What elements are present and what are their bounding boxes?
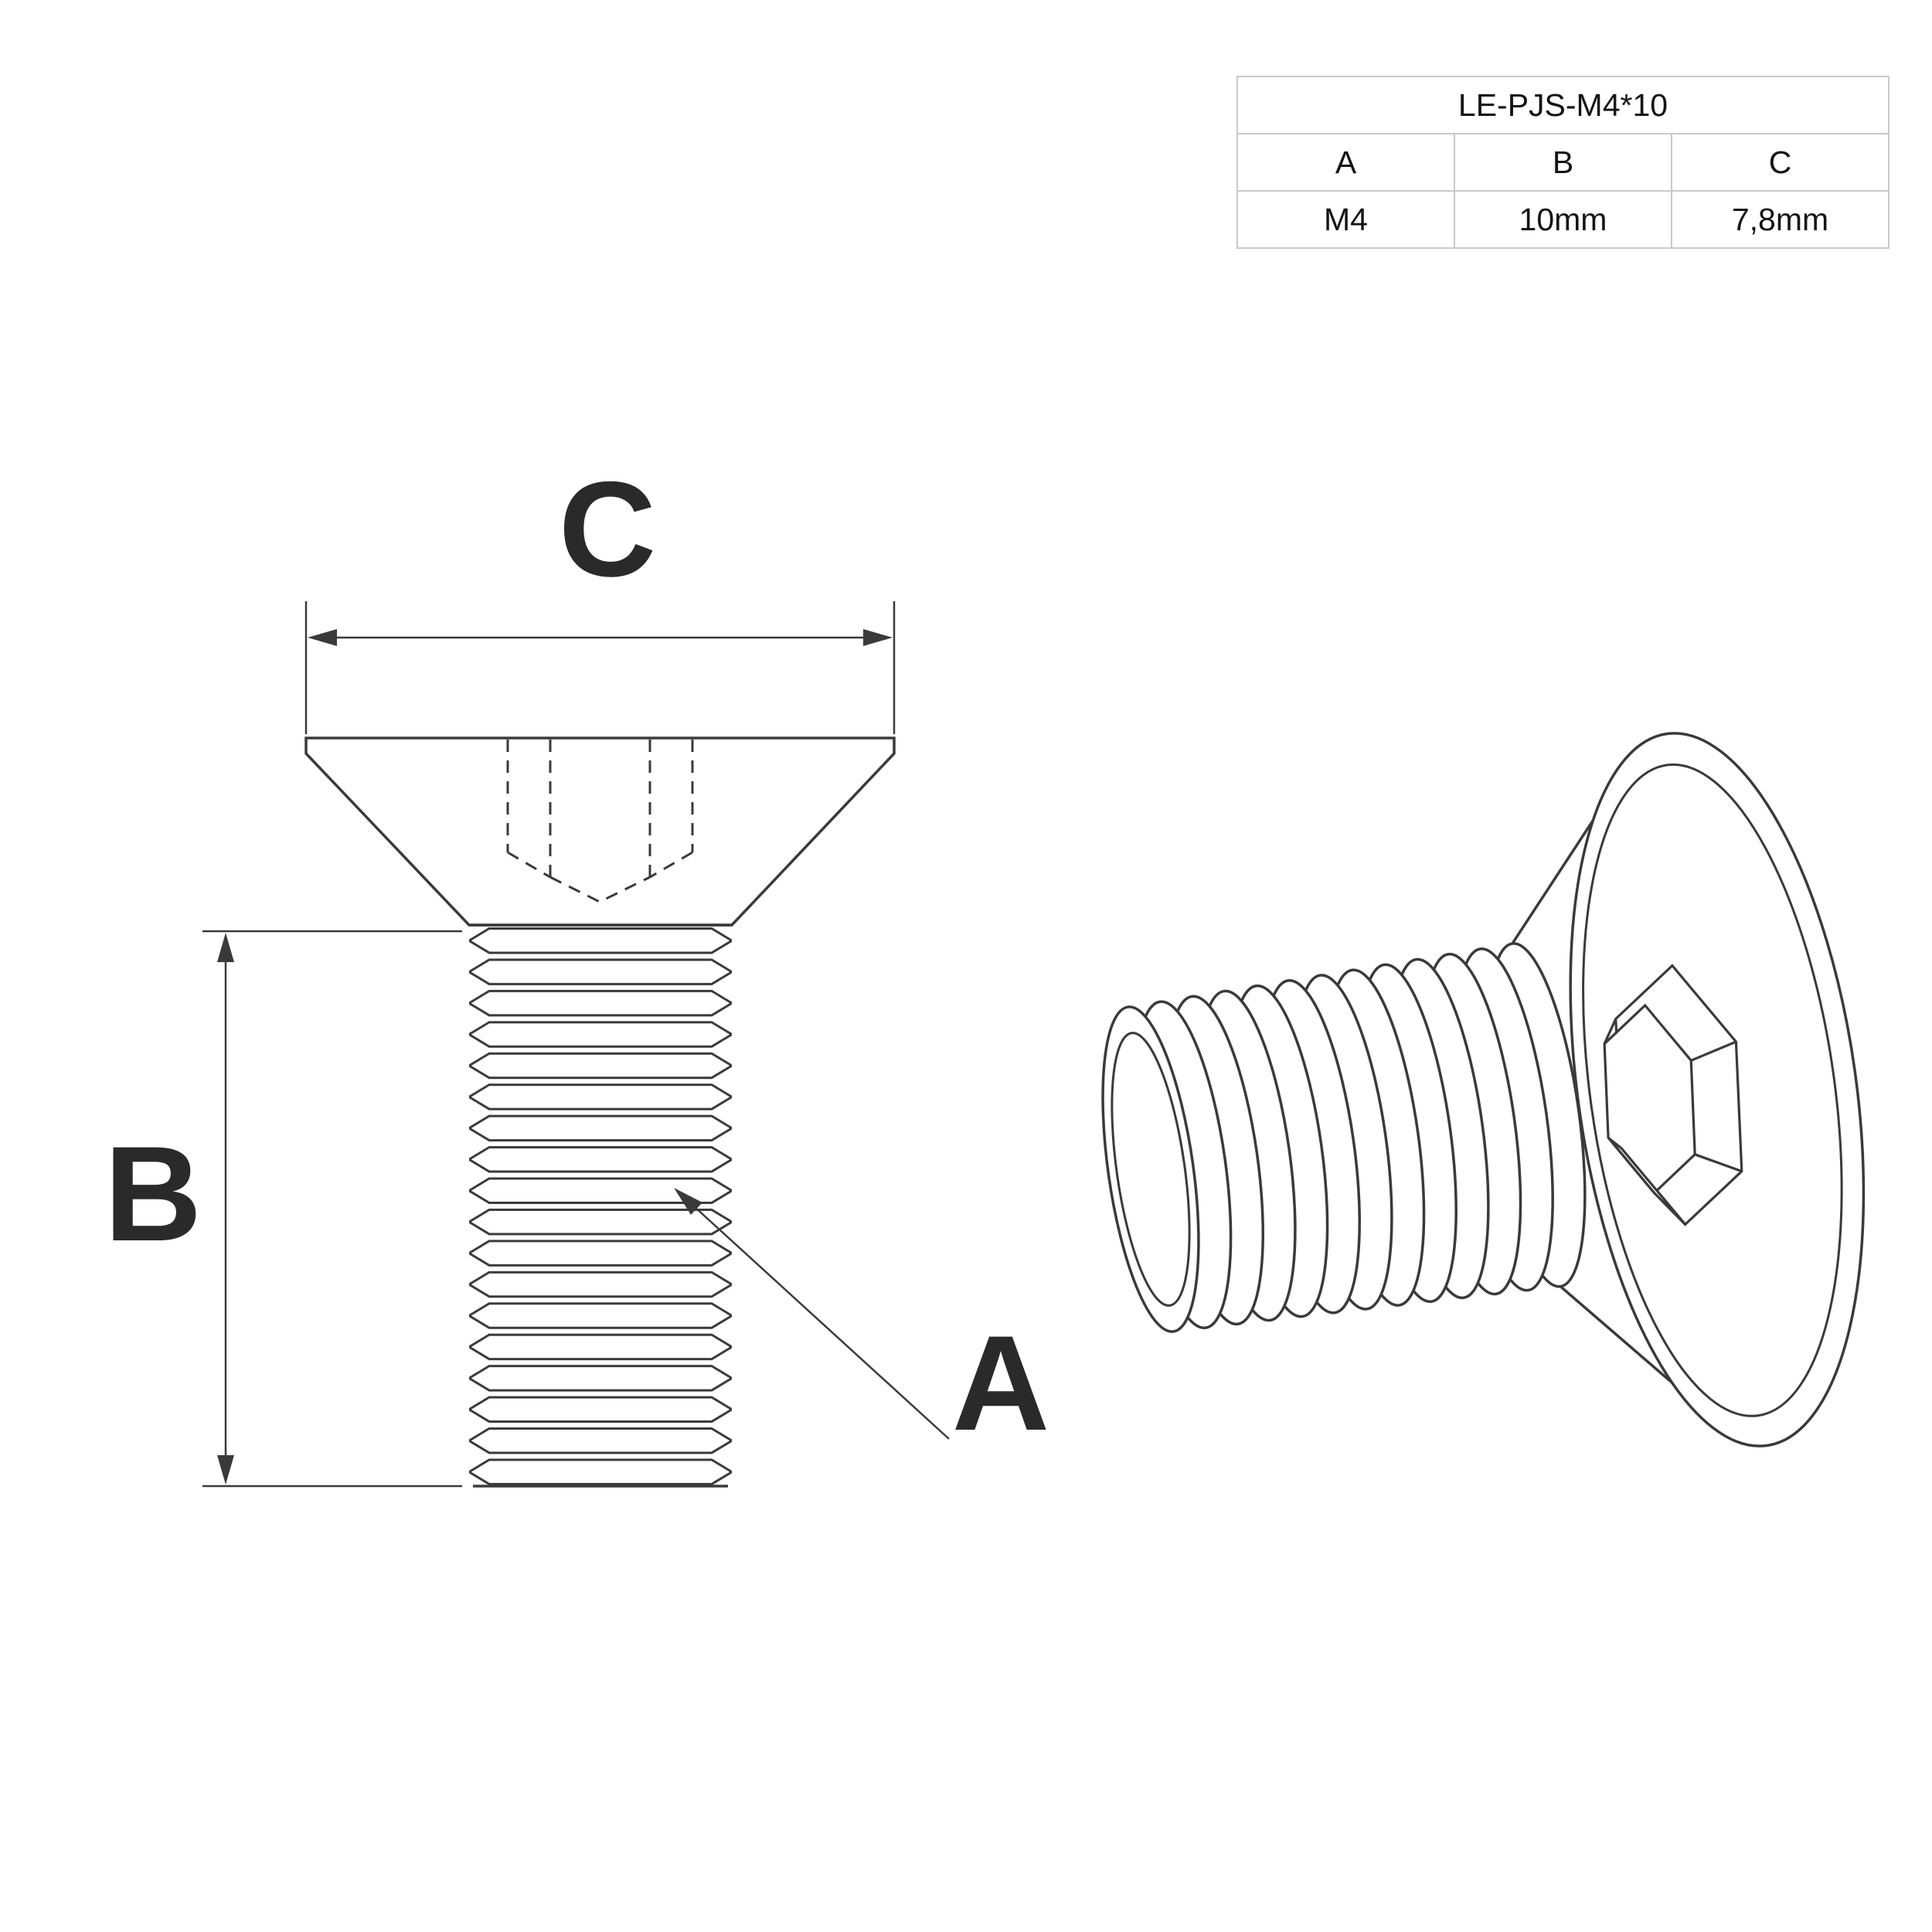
perspective-view — [1101, 732, 1866, 1447]
spec-table: LE-PJS-M4*10 A B C M4 10mm 7,8mm — [1236, 76, 1889, 249]
spec-table-title-row: LE-PJS-M4*10 — [1236, 76, 1889, 134]
dim-c-arrow-left — [308, 629, 337, 646]
spec-table-title: LE-PJS-M4*10 — [1236, 76, 1889, 134]
socket-hidden-left-slant — [507, 851, 551, 879]
dim-b-arrow-bottom — [217, 1455, 234, 1485]
dim-c-label: C — [559, 454, 656, 605]
dim-c-arrow-right — [863, 629, 893, 646]
leader-a-line — [693, 1206, 950, 1440]
label-a: A — [952, 1308, 1049, 1459]
hex-socket-facet — [1607, 1136, 1686, 1226]
hidden-socket-lines — [506, 740, 694, 903]
socket-hidden-drill-point — [549, 876, 651, 903]
spec-col-a-header: A — [1236, 133, 1455, 192]
thread-ring — [1101, 1005, 1200, 1333]
dimension-b: B — [104, 930, 462, 1488]
spec-table-header-row: A B C — [1236, 133, 1889, 192]
dimension-c: C — [304, 454, 896, 734]
head-rim-inner-ellipse — [1582, 763, 1843, 1417]
dim-b-label: B — [104, 1119, 202, 1270]
spec-col-c-header: C — [1671, 133, 1889, 192]
thread-tip-minor-ellipse — [1111, 1032, 1191, 1307]
leader-a-arrow — [674, 1188, 702, 1215]
socket-hidden-right-slant — [649, 851, 693, 879]
spec-table-values-row: M4 10mm 7,8mm — [1236, 190, 1889, 249]
dim-b-arrow-top — [217, 933, 234, 962]
label-a-leader: A — [674, 1188, 1049, 1459]
spec-col-b-header: B — [1454, 133, 1672, 192]
spec-value-c: 7,8mm — [1671, 190, 1889, 249]
spec-value-b: 10mm — [1454, 190, 1672, 249]
spec-value-a: M4 — [1236, 190, 1455, 249]
perspective-thread-rings — [1101, 942, 1587, 1333]
hex-socket — [1603, 964, 1743, 1226]
front-view — [304, 736, 896, 1488]
front-head-outline — [304, 736, 896, 927]
